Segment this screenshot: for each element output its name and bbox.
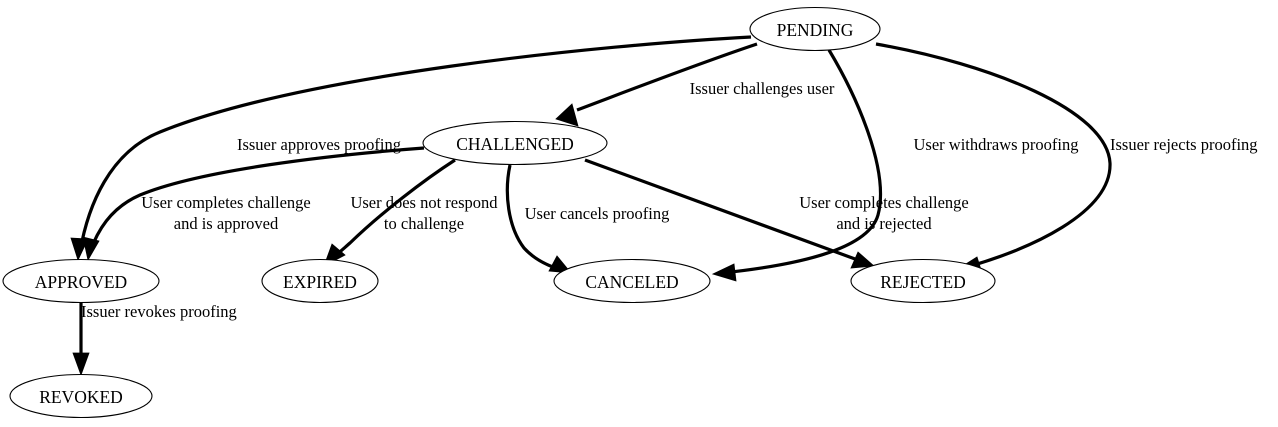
node-shape-approved — [2, 258, 160, 304]
node-shape-expired — [261, 258, 379, 304]
edge-challenged-to-approved[interactable] — [82, 146, 425, 262]
edge-pending-to-canceled[interactable] — [711, 49, 883, 282]
edge-label-user-completes-challenge-approved-line1: User completes challenge — [141, 193, 311, 212]
arrowhead-canceled-from-pending — [711, 263, 737, 282]
edge-line-challenged-canceled — [505, 164, 563, 272]
edge-pending-to-challenged[interactable] — [555, 42, 758, 127]
edge-label-user-cancels-proofing: User cancels proofing — [525, 204, 670, 223]
edge-label-issuer-approves-proofing: Issuer approves proofing — [237, 135, 401, 154]
edge-approved-to-revoked[interactable] — [72, 303, 90, 377]
arrowhead-approved-from-pending — [70, 237, 89, 262]
edge-pending-to-approved[interactable] — [70, 35, 752, 262]
node-shape-challenged — [422, 120, 608, 166]
edge-label-issuer-rejects-proofing: Issuer rejects proofing — [1110, 135, 1258, 154]
node-rejected[interactable]: REJECTED — [850, 258, 996, 304]
node-challenged[interactable]: CHALLENGED — [422, 120, 608, 166]
node-label-approved: APPROVED — [35, 272, 127, 292]
node-label-pending: PENDING — [777, 20, 854, 40]
arrowhead-approved-from-challenged — [82, 236, 100, 262]
edge-line-challenged-approved — [88, 146, 425, 253]
node-expired[interactable]: EXPIRED — [261, 258, 379, 304]
edge-label-user-completes-challenge-rejected-line2: and is rejected — [836, 214, 932, 233]
edge-line-pending-challenged — [576, 42, 758, 112]
node-shape-canceled — [553, 258, 711, 304]
edge-label-user-withdraws-proofing: User withdraws proofing — [914, 135, 1079, 154]
node-shape-pending — [749, 6, 881, 52]
node-approved[interactable]: APPROVED — [2, 258, 160, 304]
edge-pending-to-rejected[interactable] — [875, 42, 1112, 274]
edge-challenged-to-expired[interactable] — [323, 158, 456, 267]
edge-line-pending-canceled — [721, 49, 883, 275]
arrowhead-rejected-from-challenged — [850, 251, 875, 269]
edge-label-user-does-not-respond-line2: to challenge — [384, 214, 464, 233]
node-shape-revoked — [9, 373, 153, 419]
node-label-canceled: CANCELED — [585, 272, 678, 292]
node-shape-rejected — [850, 258, 996, 304]
edge-label-user-completes-challenge-rejected-line1: User completes challenge — [799, 193, 969, 212]
edge-line-pending-approved — [78, 35, 752, 253]
node-label-challenged: CHALLENGED — [456, 134, 574, 154]
arrowhead-challenged-from-pending — [555, 103, 579, 127]
edge-line-challenged-rejected — [584, 158, 867, 265]
arrowhead-revoked-from-approved — [72, 352, 90, 377]
edge-label-issuer-revokes-proofing: Issuer revokes proofing — [81, 302, 237, 321]
node-label-rejected: REJECTED — [880, 272, 966, 292]
node-pending[interactable]: PENDING — [749, 6, 881, 52]
edge-challenged-to-rejected[interactable] — [584, 158, 875, 269]
edge-label-user-does-not-respond-line1: User does not respond — [350, 193, 498, 212]
node-revoked[interactable]: REVOKED — [9, 373, 153, 419]
node-label-revoked: REVOKED — [39, 387, 123, 407]
edge-label-issuer-challenges-user: Issuer challenges user — [690, 79, 835, 98]
node-canceled[interactable]: CANCELED — [553, 258, 711, 304]
edge-line-pending-rejected — [875, 42, 1112, 269]
edge-label-user-completes-challenge-approved-line2: and is approved — [174, 214, 279, 233]
node-label-expired: EXPIRED — [283, 272, 357, 292]
